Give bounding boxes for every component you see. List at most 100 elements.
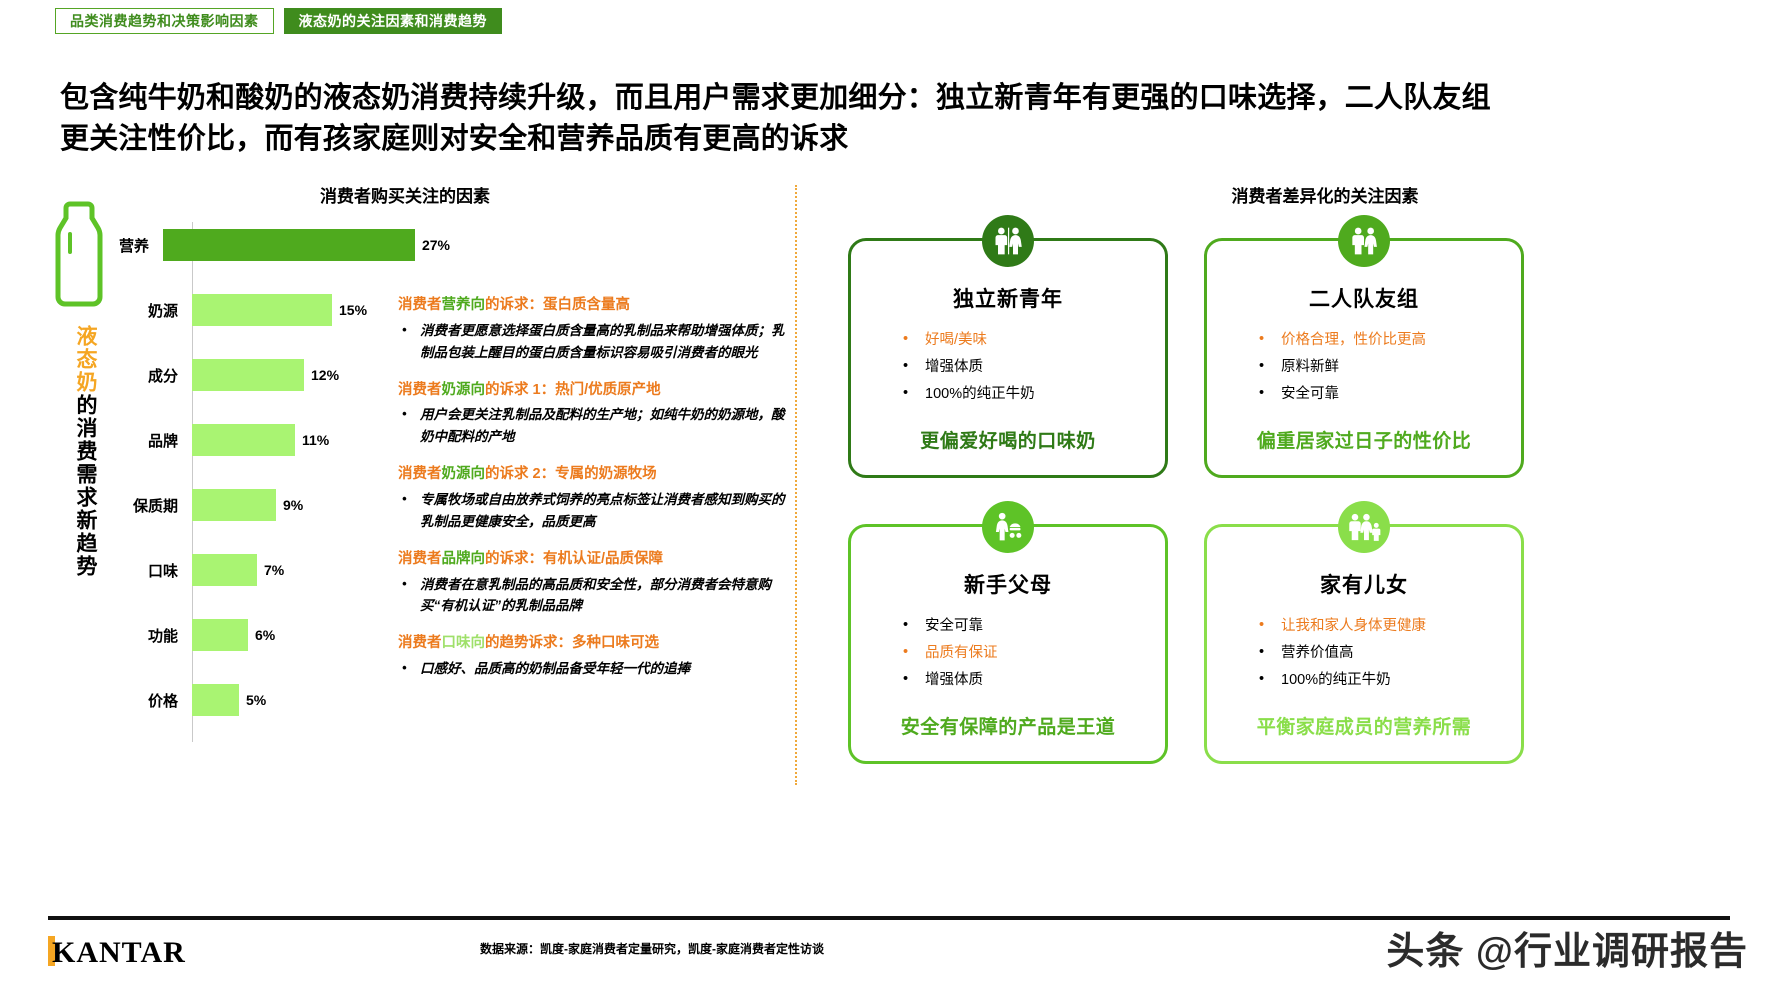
chart-bar-wrap: 6% [188, 612, 450, 658]
insight-bullet: 专属牧场或自由放养式饲养的亮点标签让消费者感知到购买的乳制品更健康安全，品质更高 [398, 488, 790, 533]
insight-heading: 消费者奶源向的诉求 2：专属的奶源牧场 [398, 466, 657, 483]
persona-card-bullets: 让我和家人身体更健康营养价值高100%的纯正牛奶 [1253, 612, 1507, 693]
chart-row: 价格 5% [110, 677, 450, 723]
chart-bar-wrap: 9% [188, 482, 450, 528]
persona-card-title: 独立新青年 [953, 288, 1063, 311]
persona-card-title: 二人队友组 [1309, 288, 1419, 311]
data-source-note: 数据来源：凯度-家庭消费者定量研究，凯度-家庭消费者定性访谈 [480, 942, 824, 956]
persona-card-bullets: 安全可靠品质有保证增强体质 [897, 612, 1151, 694]
chart-row: 营养 27% [110, 222, 450, 268]
chart-value-label: 12% [311, 367, 340, 383]
chart-row: 成分 12% [110, 352, 450, 398]
chart-bar [192, 489, 276, 521]
chart-bar [192, 424, 295, 456]
chart-section-title: 消费者购买关注的因素 [320, 187, 490, 206]
insight-list: 消费者营养向的诉求：蛋白质含量高消费者更愿意选择蛋白质含量高的乳制品来帮助增强体… [398, 296, 790, 697]
chart-bar-wrap: 7% [188, 547, 450, 593]
chart-row: 功能 6% [110, 612, 450, 658]
persona-card[interactable]: 新手父母安全可靠品质有保证增强体质安全有保障的产品是王道 [848, 501, 1168, 764]
persona-card-title: 新手父母 [964, 574, 1052, 597]
persona-card-bullet: 原料新鲜 [1253, 353, 1507, 381]
chart-value-label: 9% [283, 497, 304, 513]
chart-axis [192, 222, 193, 742]
chart-bar [192, 619, 248, 651]
chart-bar-wrap: 27% [159, 222, 450, 268]
insight-block: 消费者奶源向的诉求 1：热门/优质原产地用户会更关注乳制品及配料的生产地；如纯牛… [398, 381, 790, 449]
insight-block: 消费者口味向的趋势诉求：多种口味可选口感好、品质高的奶制品备受年轻一代的追捧 [398, 634, 790, 680]
chart-bar-wrap: 5% [188, 677, 450, 723]
chart-category-label: 成分 [147, 367, 178, 385]
chart-value-label: 6% [255, 627, 276, 643]
insight-heading: 消费者营养向的诉求：蛋白质含量高 [398, 297, 630, 313]
chart-bar-wrap: 15% [188, 287, 450, 333]
page-title: 包含纯牛奶和酸奶的液态奶消费持续升级，而且用户需求更加细分：独立新青年有更强的口… [60, 82, 1491, 156]
chart-value-label: 15% [339, 302, 368, 318]
insight-bullet: 用户会更关注乳制品及配料的生产地；如纯牛奶的奶源地，酸奶中配料的产地 [398, 403, 790, 448]
persona-card-bullets: 好喝/美味增强体质100%的纯正牛奶 [897, 326, 1151, 408]
chart-bar [192, 294, 332, 326]
persona-card-bullet: 安全可靠 [1253, 380, 1507, 408]
kantar-logo: KANTAR [48, 936, 186, 970]
tab-category-trends[interactable]: 品类消费趋势和决策影响因素 [55, 8, 274, 34]
side-label-highlight: 液态奶 [74, 325, 97, 394]
vertical-divider [795, 185, 797, 785]
persona-card-tagline: 安全有保障的产品是王道 [900, 717, 1116, 738]
persona-card-title: 家有儿女 [1320, 574, 1408, 597]
tab-bar: 品类消费趋势和决策影响因素 液态奶的关注因素和消费趋势 [55, 8, 502, 34]
chart-row: 奶源 15% [110, 287, 450, 333]
chart-category-label: 品牌 [147, 432, 178, 450]
chart-value-label: 27% [421, 237, 450, 253]
insight-bullet: 消费者在意乳制品的高品质和安全性，部分消费者会特意购买“有机认证”的乳制品品牌 [398, 573, 790, 618]
persona-card-bullet: 好喝/美味 [897, 326, 1151, 354]
insight-heading: 消费者奶源向的诉求 1：热门/优质原产地 [398, 381, 661, 398]
chart-row: 口味 7% [110, 547, 450, 593]
persona-card-bullet: 100%的纯正牛奶 [897, 380, 1151, 408]
insight-block: 消费者营养向的诉求：蛋白质含量高消费者更愿意选择蛋白质含量高的乳制品来帮助增强体… [398, 296, 790, 364]
persona-card-bullet: 增强体质 [897, 353, 1151, 381]
tab-liquid-milk[interactable]: 液态奶的关注因素和消费趋势 [283, 8, 502, 34]
insight-bullets: 口感好、品质高的奶制品备受年轻一代的追捧 [398, 657, 790, 680]
insight-bullet: 口感好、品质高的奶制品备受年轻一代的追捧 [398, 657, 790, 680]
footer-rule [48, 916, 1730, 920]
insight-heading: 消费者口味向的趋势诉求：多种口味可选 [398, 635, 659, 652]
milk-bottle-icon [48, 200, 110, 310]
chart-category-label: 口味 [147, 562, 178, 580]
chart-value-label: 5% [246, 692, 267, 708]
family-with-kids-icon [1338, 501, 1390, 553]
persona-card-tagline: 偏重居家过日子的性价比 [1256, 431, 1472, 452]
persona-card-bullets: 价格合理，性价比更高原料新鲜安全可靠 [1253, 326, 1507, 408]
kantar-logo-text: KANTAR [52, 936, 186, 969]
chart-category-label: 价格 [147, 692, 178, 710]
persona-card[interactable]: 二人队友组价格合理，性价比更高原料新鲜安全可靠偏重居家过日子的性价比 [1204, 215, 1524, 478]
two-adults-icon [982, 215, 1034, 267]
insight-bullet: 消费者更愿意选择蛋白质含量高的乳制品来帮助增强体质；乳制品包装上醒目的蛋白质含量… [398, 319, 790, 364]
persona-card-bullet: 价格合理，性价比更高 [1253, 326, 1507, 354]
chart-value-label: 11% [302, 432, 330, 448]
chart-bar-wrap: 11% [188, 417, 450, 463]
chart-value-label: 7% [264, 562, 285, 578]
persona-card-bullet: 让我和家人身体更健康 [1253, 612, 1507, 640]
persona-card-bullet: 营养价值高 [1253, 639, 1507, 667]
kantar-logo-bar [48, 936, 55, 966]
persona-card-bullet: 品质有保证 [897, 639, 1151, 667]
couple-icon [1338, 215, 1390, 267]
insight-bullets: 消费者更愿意选择蛋白质含量高的乳制品来帮助增强体质；乳制品包装上醒目的蛋白质含量… [398, 319, 790, 364]
cards-section-title: 消费者差异化的关注因素 [1231, 187, 1419, 206]
side-vertical-label: 液态奶的消费需求新趋势 [58, 325, 98, 578]
insight-block: 消费者奶源向的诉求 2：专属的奶源牧场专属牧场或自由放养式饲养的亮点标签让消费者… [398, 465, 790, 533]
chart-category-label: 营养 [118, 237, 149, 255]
chart-bar [192, 554, 257, 586]
insight-block: 消费者品牌向的诉求：有机认证/品质保障消费者在意乳制品的高品质和安全性，部分消费… [398, 550, 790, 618]
persona-card-tagline: 更偏爱好喝的口味奶 [920, 431, 1096, 452]
chart-row: 品牌 11% [110, 417, 450, 463]
chart-category-label: 功能 [147, 627, 178, 645]
persona-card-bullet: 安全可靠 [897, 612, 1151, 640]
insight-bullets: 专属牧场或自由放养式饲养的亮点标签让消费者感知到购买的乳制品更健康安全，品质更高 [398, 488, 790, 533]
chart-category-label: 奶源 [147, 302, 178, 320]
persona-card-bullet: 增强体质 [897, 666, 1151, 694]
parent-stroller-icon [982, 501, 1034, 553]
